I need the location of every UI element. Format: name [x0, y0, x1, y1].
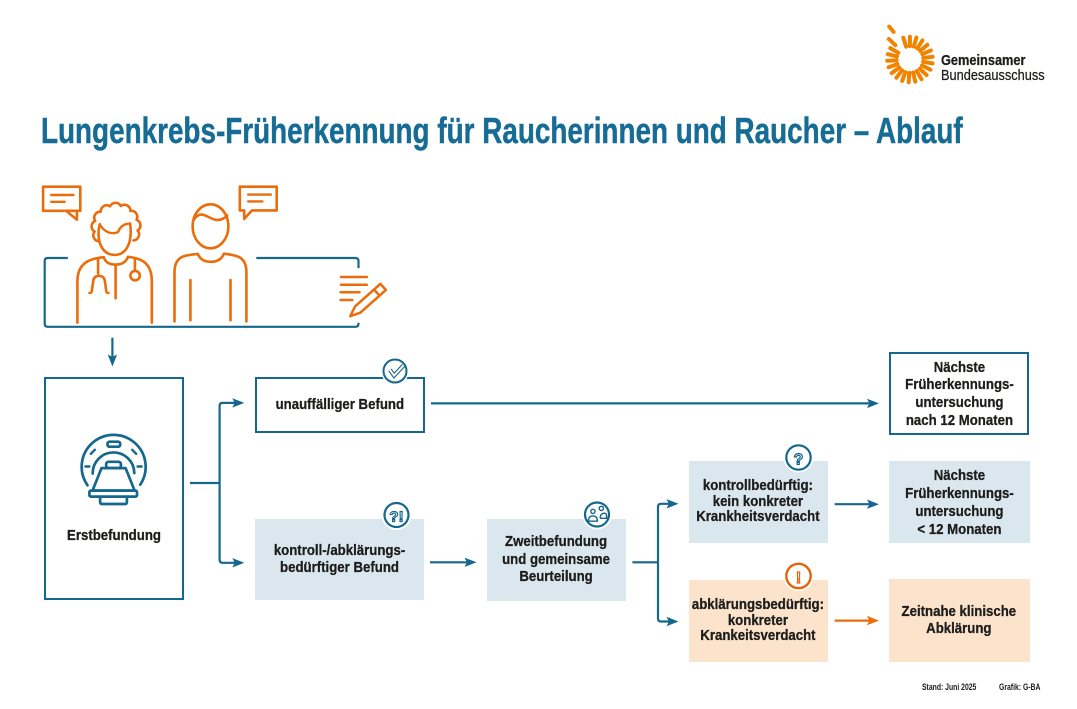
svg-text:?: ?: [794, 452, 804, 469]
svg-text:!: !: [796, 570, 801, 587]
svg-text:?!: ?!: [389, 509, 403, 526]
